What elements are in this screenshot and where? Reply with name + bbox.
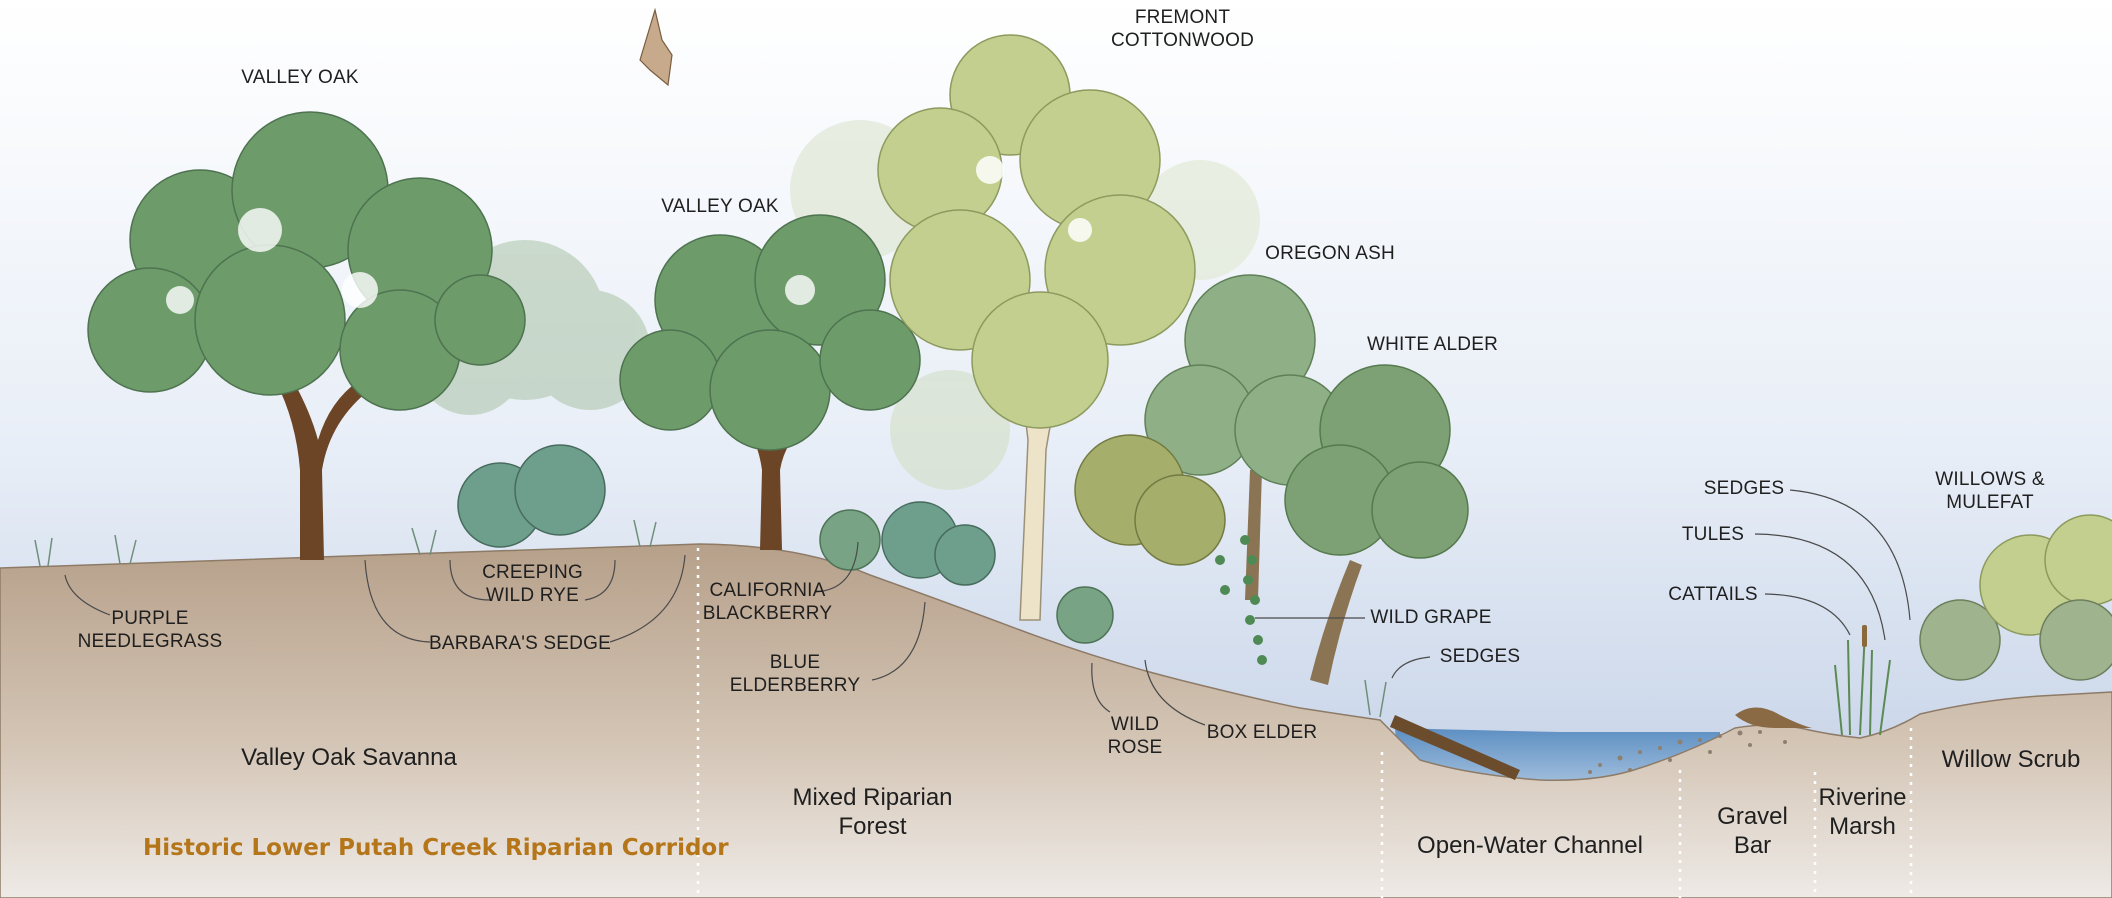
label-wild-rose: WILD ROSE [1095,713,1175,759]
zone-riverine-marsh: Riverine Marsh [1810,783,1915,841]
label-tules: TULES [1673,523,1753,546]
zone-valley-oak-savanna: Valley Oak Savanna [228,743,470,772]
label-fremont-cottonwood: FREMONT COTTONWOOD [1100,6,1265,52]
zone-gravel-bar: Gravel Bar [1700,802,1805,860]
label-california-blackberry: CALIFORNIA BLACKBERRY [695,579,840,625]
label-purple-needlegrass: PURPLE NEEDLEGRASS [70,607,230,653]
label-oregon-ash: OREGON ASH [1255,242,1405,265]
cattail-head [1862,625,1867,647]
label-sedges-channel: SEDGES [1432,645,1528,668]
zone-willow-scrub: Willow Scrub [1932,745,2090,774]
label-valley-oak-center: VALLEY OAK [645,195,795,218]
diagram-title: Historic Lower Putah Creek Riparian Corr… [143,835,729,861]
label-box-elder: BOX ELDER [1198,721,1326,744]
label-willows-mulefat: WILLOWS & MULEFAT [1920,468,2060,514]
label-wild-grape: WILD GRAPE [1362,606,1500,629]
label-barbaras-sedge: BARBARA'S SEDGE [420,632,620,655]
wild-rose-shrub [1057,587,1113,643]
zone-mixed-riparian-forest: Mixed Riparian Forest [770,783,975,841]
label-cattails: CATTAILS [1663,583,1763,606]
label-valley-oak-left: VALLEY OAK [225,66,375,89]
label-sedges-marsh: SEDGES [1698,477,1790,500]
label-creeping-wild-rye: CREEPING WILD RYE [465,561,600,607]
zone-open-water-channel: Open-Water Channel [1405,831,1655,860]
label-blue-elderberry: BLUE ELDERBERRY [725,651,865,697]
label-white-alder: WHITE ALDER [1355,333,1510,356]
california-blackberry-shrub [820,510,880,570]
